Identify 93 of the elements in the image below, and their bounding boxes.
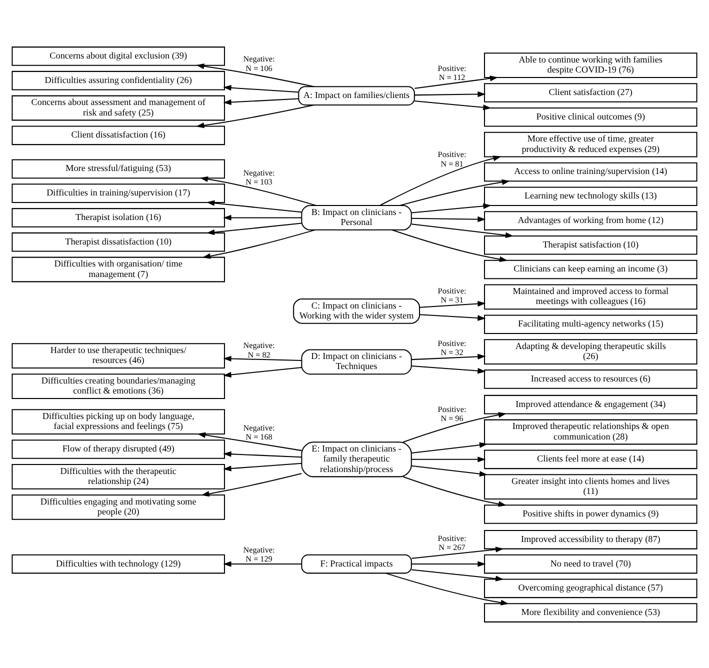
arrow — [386, 572, 509, 605]
arrow — [223, 98, 298, 105]
arrow — [412, 560, 486, 566]
arrow — [400, 178, 510, 206]
arrow — [380, 155, 502, 206]
edge-label: Negative: N = 103 — [243, 168, 275, 186]
node-box: A: Impact on families/clients — [298, 86, 415, 105]
node-box: Harder to use therapeutic techniques/ resources (46) — [12, 342, 225, 368]
node-box: Difficulties creating boundaries/managing conflict & emotions (36) — [12, 373, 225, 398]
arrow — [223, 214, 302, 220]
arrow — [200, 176, 316, 206]
node-box: Learning new technology skills (13) — [484, 186, 698, 206]
node-box: Flow of therapy disrupted (49) — [12, 439, 225, 458]
node-box: Concerns about assessment and management of risk and safety (25) — [12, 94, 225, 120]
arrow — [414, 75, 498, 88]
node-box: Improved accessibility to therapy (87) — [484, 530, 698, 549]
arrow — [414, 90, 486, 97]
arrow — [412, 442, 488, 454]
node-box: Difficulties with technology (129) — [12, 554, 225, 574]
node-box: Positive clinical outcomes (9) — [484, 107, 698, 126]
arrow — [402, 412, 507, 442]
arrow — [412, 568, 504, 581]
node-box: Positive shifts in power dynamics (9) — [484, 504, 698, 524]
node-box: Difficulties picking up on body language, facial expressions and feelings (75) — [12, 408, 225, 434]
node-box: Improved attendance & engagement (34) — [484, 394, 698, 414]
arrow — [412, 364, 486, 374]
node-box: Improved therapeutic relationships & open communication (28) — [484, 418, 698, 444]
node-box: Clinicians can keep earning an income (3) — [484, 259, 698, 279]
node-box: Client satisfaction (27) — [484, 82, 698, 102]
node-box: Client dissatisfaction (16) — [12, 125, 225, 145]
node-box: Difficulties engaging and motivating some people (20) — [12, 494, 225, 520]
arrow — [412, 546, 504, 558]
arrow — [223, 450, 302, 458]
arrow — [412, 223, 514, 238]
node-box: Overcoming geographical distance (57) — [484, 578, 698, 598]
node-box: No need to travel (70) — [484, 554, 698, 574]
arrow — [202, 228, 316, 258]
arrow — [223, 366, 302, 378]
node-box: Difficulties in training/supervision (17) — [12, 183, 225, 202]
arrow — [420, 314, 486, 320]
node-box: Difficulties assuring confidentiality (26) — [12, 70, 225, 90]
arrow — [420, 300, 486, 308]
arrow — [412, 216, 486, 222]
arrow — [196, 104, 314, 128]
arrow — [206, 200, 302, 212]
arrow — [223, 462, 302, 471]
arrow — [412, 353, 486, 360]
node-box: Advantages of working from home (12) — [484, 210, 698, 230]
edge-label: Negative: N = 129 — [243, 544, 275, 563]
arrow — [223, 84, 298, 92]
node-box: Concerns about digital exclusion (39) — [12, 46, 225, 66]
edge-label: Positive: N = 32 — [438, 338, 466, 357]
node-box: Therapist satisfaction (10) — [484, 234, 698, 254]
node-box: More effective use of time, greater productivity & reduced expenses (29) — [484, 131, 698, 157]
edge-label: Positive: N = 267 — [438, 534, 466, 552]
arrow — [412, 456, 486, 462]
node-box: E: Impact on clinicians - family therapeutic relationship/process — [301, 441, 412, 477]
arrow — [223, 560, 302, 566]
node-box: Clients feel more at ease (14) — [484, 449, 698, 469]
arrow — [201, 472, 302, 496]
node-box: C: Impact on clinicians - Working with the wider system — [293, 298, 420, 324]
node-box: Able to continue working with families despite COVID-19 (76) — [484, 52, 698, 78]
edge-label: Positive: N = 96 — [438, 404, 466, 423]
node-box: Adapting & developing therapeutic skills (26) — [484, 338, 698, 364]
edge-label: Positive: N = 112 — [438, 63, 466, 82]
node-box: Facilitating multi-agency networks (15) — [484, 314, 698, 334]
node-box: More flexibility and convenience (53) — [484, 602, 698, 622]
arrow — [402, 476, 507, 506]
node-box: D: Impact on clinicians - Techniques — [301, 348, 412, 374]
edge-label: Negative: N = 168 — [243, 422, 275, 442]
node-box: Maintained and improved access to formal meetings with colleagues (16) — [484, 284, 698, 310]
arrow — [412, 464, 488, 476]
node-box: B: Impact on clinicians - Personal — [301, 204, 412, 230]
edge-label: Negative: N = 82 — [243, 340, 275, 359]
arrow — [414, 100, 492, 110]
node-box: Access to online training/supervision (14) — [484, 162, 698, 182]
node-box: Difficulties with the therapeutic relationship (24) — [12, 464, 225, 489]
arrow — [392, 228, 508, 262]
node-box: Difficulties with organisation/ time management (7) — [12, 256, 225, 282]
edge-label: Positive: N = 81 — [438, 150, 466, 168]
arrow — [223, 355, 302, 362]
arrow — [196, 62, 314, 87]
edge-label: Positive: N = 31 — [438, 286, 466, 304]
node-box: More stressful/fatiguing (53) — [12, 158, 225, 178]
arrow — [206, 222, 302, 235]
edge-label: Negative: N = 106 — [243, 54, 275, 72]
node-box: Increased access to resources (6) — [484, 369, 698, 388]
arrow — [197, 432, 302, 451]
node-box: Therapist dissatisfaction (10) — [12, 232, 225, 252]
node-box: F: Practical impacts — [301, 554, 412, 574]
node-box: Therapist isolation (16) — [12, 208, 225, 227]
node-box: Greater insight into clients homes and lives (11) — [484, 474, 698, 500]
arrow — [412, 202, 492, 213]
